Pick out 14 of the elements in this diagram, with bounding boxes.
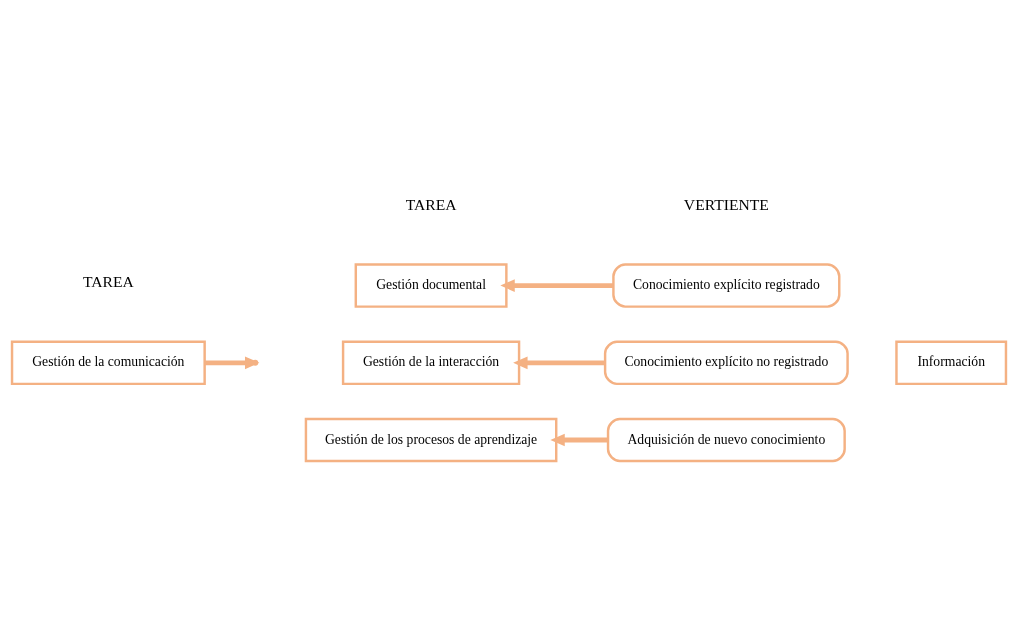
node-box: Gestión documental xyxy=(354,262,508,308)
arrow xyxy=(550,433,608,446)
node-box: Gestión de los procesos de aprendizaje xyxy=(304,417,558,462)
label: TAREA xyxy=(405,195,457,213)
arrow xyxy=(513,356,606,369)
node-box: Gestión de la interacción xyxy=(341,340,521,385)
node-box: Conocimiento explícito registrado xyxy=(612,262,841,308)
node-box: Información xyxy=(895,340,1008,385)
label: VERTIENTE xyxy=(683,195,769,213)
node-box: Gestión de la comunicación xyxy=(10,340,206,385)
node-box: Conocimiento explícito no registrado xyxy=(603,340,849,385)
arrow xyxy=(500,278,614,292)
node-box: Adquisición de nuevo conocimiento xyxy=(606,417,846,462)
label: TAREA xyxy=(82,272,134,290)
